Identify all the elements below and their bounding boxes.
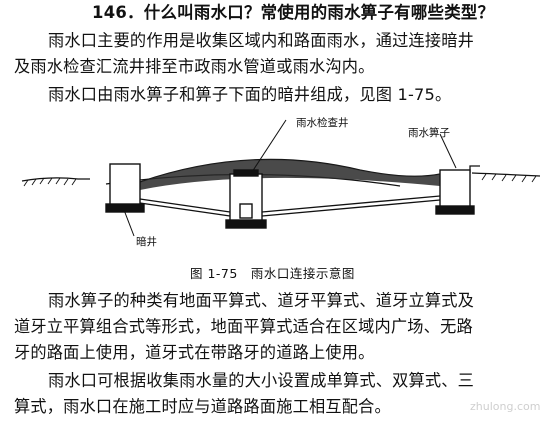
ground-hatch bbox=[23, 173, 537, 187]
label-grate: 雨水箅子 bbox=[408, 126, 450, 139]
paragraph2-line-3: 牙的路面上使用，道牙式在带路牙的道路上使用。 bbox=[14, 343, 375, 362]
figure-caption: 图 1-75 雨水口连接示意图 bbox=[190, 266, 355, 281]
paragraph2-line-5: 算式，雨水口在施工时应与道路路面施工相互配合。 bbox=[14, 397, 391, 416]
label-inspection-well: 雨水检查井 bbox=[296, 116, 349, 129]
paragraph-line-3: 雨水口由雨水箅子和箅子下面的暗井组成，见图 1-75。 bbox=[48, 85, 452, 104]
paragraph-line-1: 雨水口主要的作用是收集区域内和路面雨水，通过连接暗井 bbox=[48, 31, 475, 50]
paragraph2-line-1: 雨水箅子的种类有地面平算式、道牙平算式、道牙立算式及 bbox=[48, 291, 475, 310]
paragraph-line-2: 及雨水检查汇流井排至市政雨水管道或雨水沟内。 bbox=[14, 57, 375, 76]
rainwater-inlet-diagram: 雨水检查井 雨水箅子 暗井 bbox=[21, 116, 541, 248]
paragraph2-line-2: 道牙立平算组合式等形式，地面平算式适合在区域内广场、无路 bbox=[14, 317, 473, 336]
label-dark-well: 暗井 bbox=[136, 235, 157, 248]
page-title: 146．什么叫雨水口？常使用的雨水箅子有哪些类型？ bbox=[92, 3, 495, 22]
right-dark-well bbox=[435, 169, 475, 215]
pavement-mound bbox=[140, 159, 440, 190]
watermark: zhulong.com bbox=[470, 400, 541, 413]
leader-lines bbox=[123, 119, 457, 237]
inspection-well bbox=[225, 169, 267, 229]
paragraph2-line-4: 雨水口可根据收集雨水量的大小设置成单算式、双算式、三 bbox=[48, 371, 475, 390]
left-dark-well bbox=[105, 163, 145, 213]
connecting-pipes bbox=[139, 195, 441, 217]
